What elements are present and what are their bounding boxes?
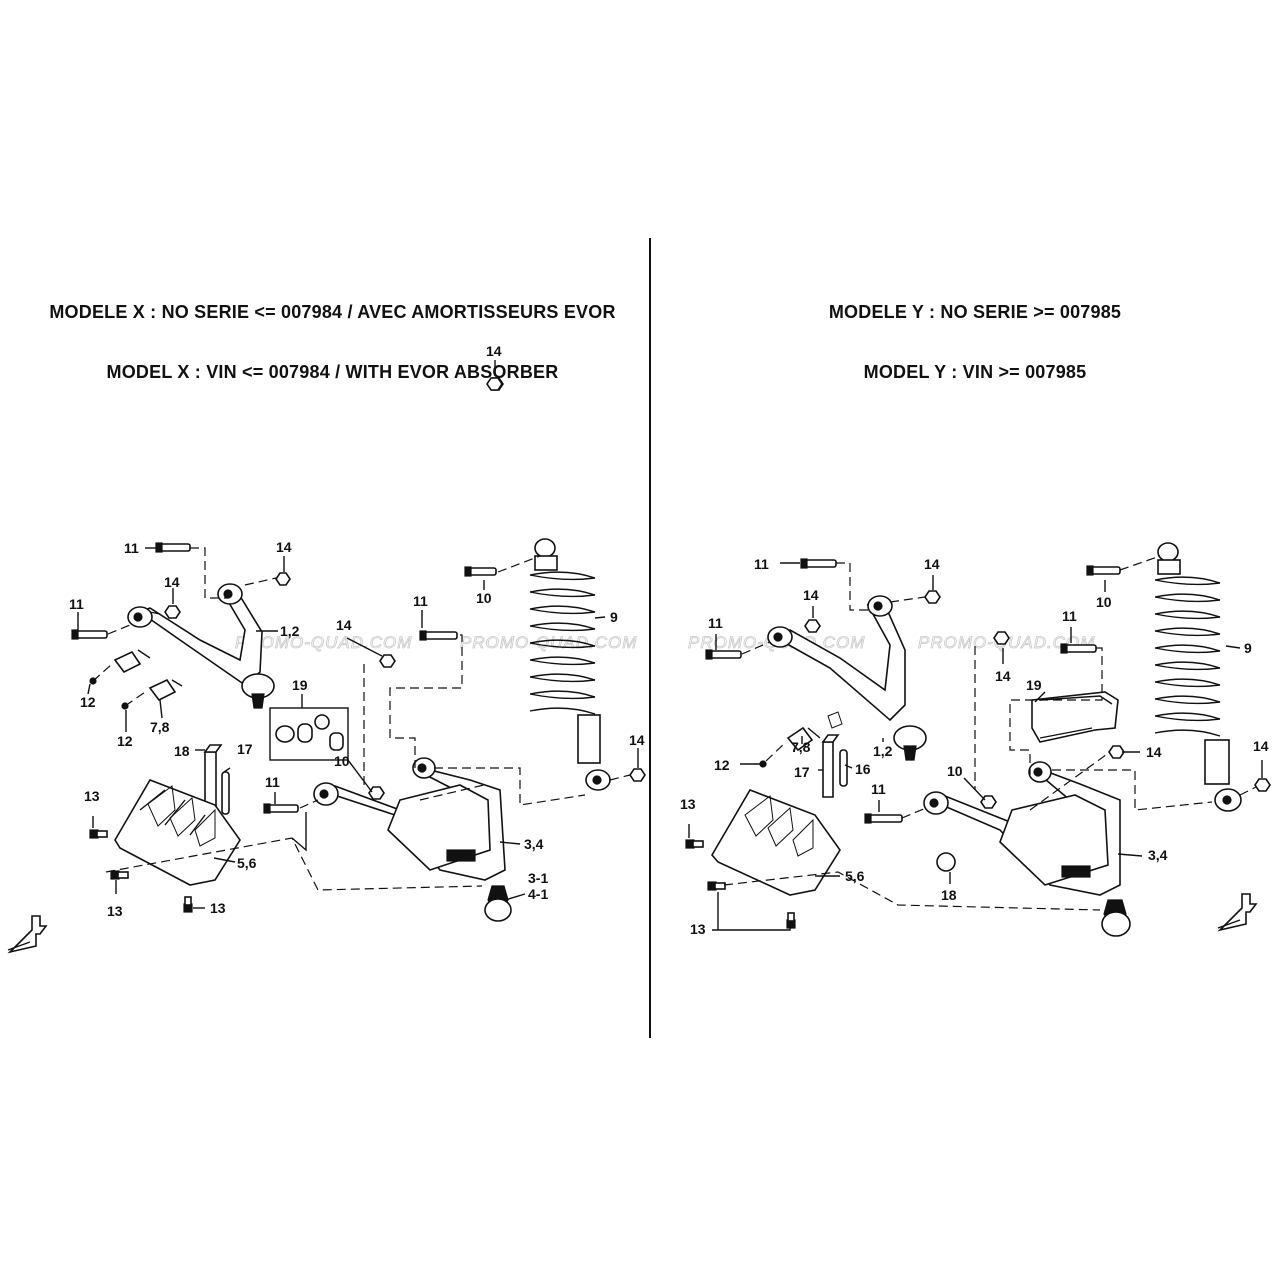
part-number: 10 [476, 590, 492, 606]
part-number: 19 [292, 677, 308, 693]
nut-part [804, 590, 1271, 809]
spacer-part [936, 852, 956, 872]
part-number: 14 [995, 668, 1011, 684]
part-number: 11 [708, 615, 723, 631]
clamp-part [786, 711, 843, 752]
part-number: 14 [1253, 738, 1269, 754]
part-number: 11 [124, 540, 139, 556]
diagram-x-labels: 11 14 14 11 1,2 14 11 10 9 19 12 12 7,8 … [69, 343, 645, 919]
part-number: 12 [714, 757, 730, 773]
screw-part [89, 829, 193, 913]
lower-arm-part [313, 757, 512, 922]
part-number: 13 [107, 903, 123, 919]
part-number: 11 [413, 593, 428, 609]
part-number: 4-1 [528, 886, 548, 902]
panel-divider [649, 238, 651, 1038]
part-number: 14 [276, 539, 292, 555]
diagram-model-y: 11 14 14 11 10 11 9 14 19 12 7,8 1,2 14 … [680, 542, 1271, 937]
part-number: 10 [1096, 594, 1112, 610]
nut-part [164, 377, 646, 800]
watermark: PROMO-QUAD.COM [235, 633, 412, 652]
part-number: 1,2 [873, 743, 893, 759]
part-number: 14 [629, 732, 645, 748]
model-x-heading-en: MODEL X : VIN <= 007984 / WITH EVOR ABSO… [106, 362, 559, 382]
bracket-part [1031, 691, 1119, 743]
part-number: 11 [69, 596, 84, 612]
part-number: 3,4 [524, 836, 544, 852]
upper-arm-part [127, 583, 275, 709]
part-number: 1,2 [280, 623, 300, 639]
diagram-model-x: 11 14 14 11 1,2 14 11 10 9 19 12 12 7,8 … [7, 343, 646, 954]
part-number: 12 [117, 733, 133, 749]
part-number: 5,6 [845, 868, 865, 884]
part-number: 14 [486, 343, 502, 359]
part-number: 10 [947, 763, 963, 779]
model-y-heading-en: MODEL Y : VIN >= 007985 [863, 362, 1087, 382]
part-number: 9 [1244, 640, 1252, 656]
part-number: 9 [610, 609, 618, 625]
screw-part [685, 839, 796, 929]
shock-absorber-part [1154, 542, 1242, 812]
model-x-heading-fr: MODELE X : NO SERIE <= 007984 / AVEC AMO… [49, 302, 616, 322]
part-number: 7,8 [791, 739, 811, 755]
bushing-kit-part [269, 707, 349, 761]
lower-arm-part [923, 761, 1131, 937]
front-arrow-icon [1217, 893, 1258, 932]
part-number: 18 [174, 743, 190, 759]
part-number: 11 [265, 774, 280, 790]
part-number: 19 [1026, 677, 1042, 693]
bolt-part [705, 558, 1121, 824]
bolt-part [71, 542, 497, 814]
part-number: 13 [84, 788, 100, 804]
part-number: 3-1 [528, 870, 548, 886]
part-number: 13 [690, 921, 706, 937]
diagram-y-labels: 11 14 14 11 10 11 9 14 19 12 7,8 1,2 14 … [680, 556, 1269, 937]
shock-absorber-part [529, 538, 611, 791]
part-number: 3,4 [1148, 847, 1168, 863]
key-part [821, 734, 848, 798]
part-number: 11 [754, 556, 769, 572]
part-number: 17 [237, 741, 253, 757]
part-number: 16 [855, 761, 871, 777]
part-number: 11 [871, 781, 886, 797]
part-number: 12 [80, 694, 96, 710]
part-number: 13 [680, 796, 696, 812]
part-number: 14 [164, 574, 180, 590]
part-number: 11 [1062, 608, 1077, 624]
watermark: PROMO-QUAD.COM [460, 633, 637, 652]
part-number: 17 [794, 764, 810, 780]
part-number: 5,6 [237, 855, 257, 871]
part-number: 14 [803, 587, 819, 603]
upper-arm-part [767, 595, 927, 761]
part-number: 10 [334, 753, 350, 769]
part-number: 14 [336, 617, 352, 633]
skid-plate-part [711, 789, 841, 896]
part-number: 14 [924, 556, 940, 572]
model-y-heading-fr: MODELE Y : NO SERIE >= 007985 [828, 302, 1122, 322]
front-arrow-icon [7, 915, 48, 954]
part-number: 7,8 [150, 719, 170, 735]
part-number: 14 [1146, 744, 1162, 760]
clamp-part [113, 649, 183, 702]
part-number: 13 [210, 900, 226, 916]
part-number: 18 [941, 887, 957, 903]
